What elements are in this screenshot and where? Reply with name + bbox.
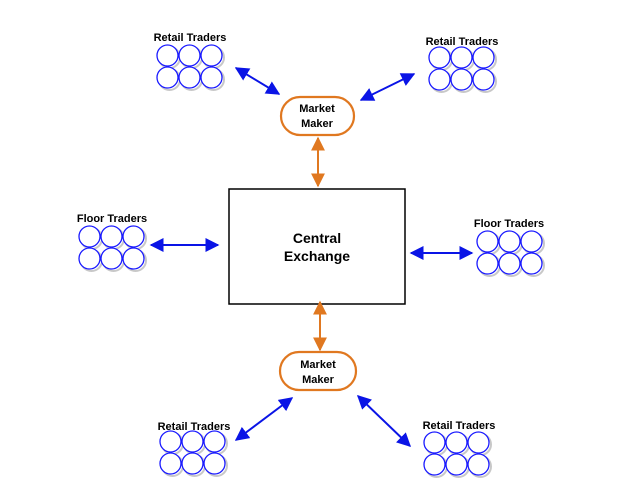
market-maker-bottom-line1: Market [300, 359, 336, 371]
trader-circle [467, 453, 490, 476]
trader-group-label: Floor Traders [77, 213, 147, 225]
trader-group-label: Floor Traders [474, 218, 544, 230]
trader-circle [78, 225, 101, 248]
trader-circle [178, 66, 201, 89]
market-maker-top: Market Maker [279, 95, 356, 137]
trader-group-label: Retail Traders [158, 421, 231, 433]
trader-circle [498, 252, 521, 275]
trader-circle [122, 247, 145, 270]
trader-circle [181, 452, 204, 475]
trader-group-label: Retail Traders [154, 32, 227, 44]
trader-circle [423, 453, 446, 476]
trader-circle [178, 44, 201, 67]
trader-circle [200, 44, 223, 67]
exchange-label-line1: Central [293, 230, 341, 246]
market-maker-bottom: Market Maker [278, 350, 358, 392]
trader-circle [520, 252, 543, 275]
trader-group-floor-left: Floor Traders [77, 213, 147, 272]
trader-circle [445, 431, 468, 454]
trader-circle [181, 430, 204, 453]
trader-circle [100, 247, 123, 270]
trader-circle [476, 252, 499, 275]
arrow-retail-top-right-maker [359, 73, 416, 101]
central-exchange-box: Central Exchange [228, 188, 406, 305]
market-maker-top-line2: Maker [301, 118, 334, 130]
trader-group-retail-top-right: Retail Traders [426, 36, 499, 93]
arrow-retail-bottom-left-maker [234, 397, 294, 441]
trader-circle [428, 68, 451, 91]
trader-circle [445, 453, 468, 476]
trader-circle [472, 68, 495, 91]
trader-circle [467, 431, 490, 454]
trader-group-label: Retail Traders [423, 420, 496, 432]
trader-circle [203, 452, 226, 475]
trader-circle [78, 247, 101, 270]
trader-circle [520, 230, 543, 253]
trader-circle [472, 46, 495, 69]
arrow-retail-top-left-maker [234, 67, 281, 95]
trader-circle [156, 66, 179, 89]
trader-group-retail-top-left: Retail Traders [154, 32, 227, 91]
trader-group-label: Retail Traders [426, 36, 499, 48]
trader-circle [156, 44, 179, 67]
trader-circle [450, 46, 473, 69]
arrow-retail-bottom-right-maker [356, 395, 412, 447]
market-maker-top-line1: Market [299, 103, 335, 115]
market-maker-bottom-line2: Maker [302, 374, 335, 386]
trader-circle [159, 452, 182, 475]
trader-group-floor-right: Floor Traders [474, 218, 545, 277]
trader-group-retail-bottom-right: Retail Traders [423, 420, 496, 478]
trader-circle [428, 46, 451, 69]
trader-circle [122, 225, 145, 248]
trader-circle [159, 430, 182, 453]
trader-circle [203, 430, 226, 453]
trader-circle [100, 225, 123, 248]
trader-circle [450, 68, 473, 91]
exchange-label-line2: Exchange [284, 248, 350, 264]
trader-circle [476, 230, 499, 253]
trader-circle [423, 431, 446, 454]
trader-group-retail-bottom-left: Retail Traders [158, 421, 231, 477]
trader-circle [200, 66, 223, 89]
trader-circle [498, 230, 521, 253]
